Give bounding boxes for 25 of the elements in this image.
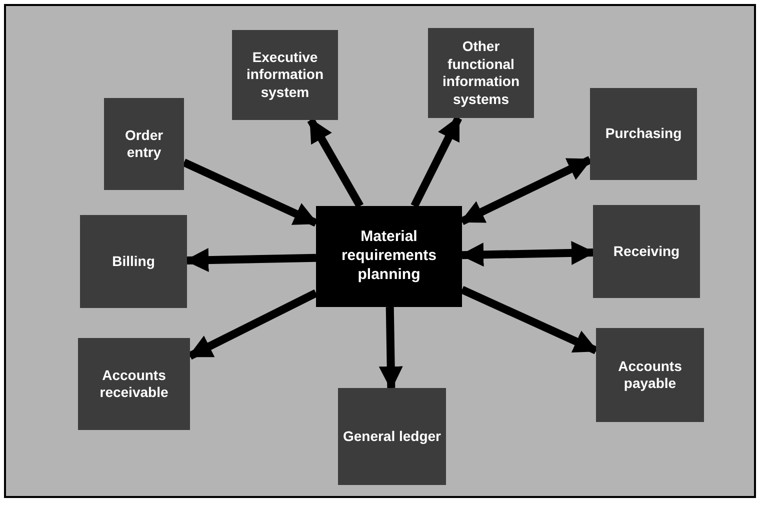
process-box: [78, 338, 190, 430]
arrow: [460, 286, 598, 354]
arrow: [378, 306, 403, 390]
box-label: Purchasing: [605, 125, 682, 143]
arrow: [182, 158, 318, 227]
process-box: [80, 215, 187, 308]
process-box: [338, 388, 446, 485]
box-label: Accounts receivable: [98, 366, 170, 402]
process-box: [104, 98, 184, 190]
arrow: [307, 118, 364, 208]
box-label: Accounts payable: [617, 358, 683, 392]
process-box: [428, 28, 534, 118]
box-label: Executive information system: [246, 48, 324, 102]
box-label: Order entry: [124, 126, 164, 162]
process-box: [232, 30, 338, 120]
box-label: General ledger: [342, 428, 442, 446]
box-label: Receiving: [613, 242, 680, 260]
process-box: [593, 205, 700, 298]
box-label: Material requirements planning: [340, 228, 438, 285]
process-box: [316, 206, 462, 307]
process-box: [596, 328, 704, 422]
arrow: [410, 116, 462, 208]
box-label: Other functional information systems: [442, 38, 520, 108]
box-label: Billing: [112, 252, 155, 270]
process-box: [590, 88, 697, 180]
